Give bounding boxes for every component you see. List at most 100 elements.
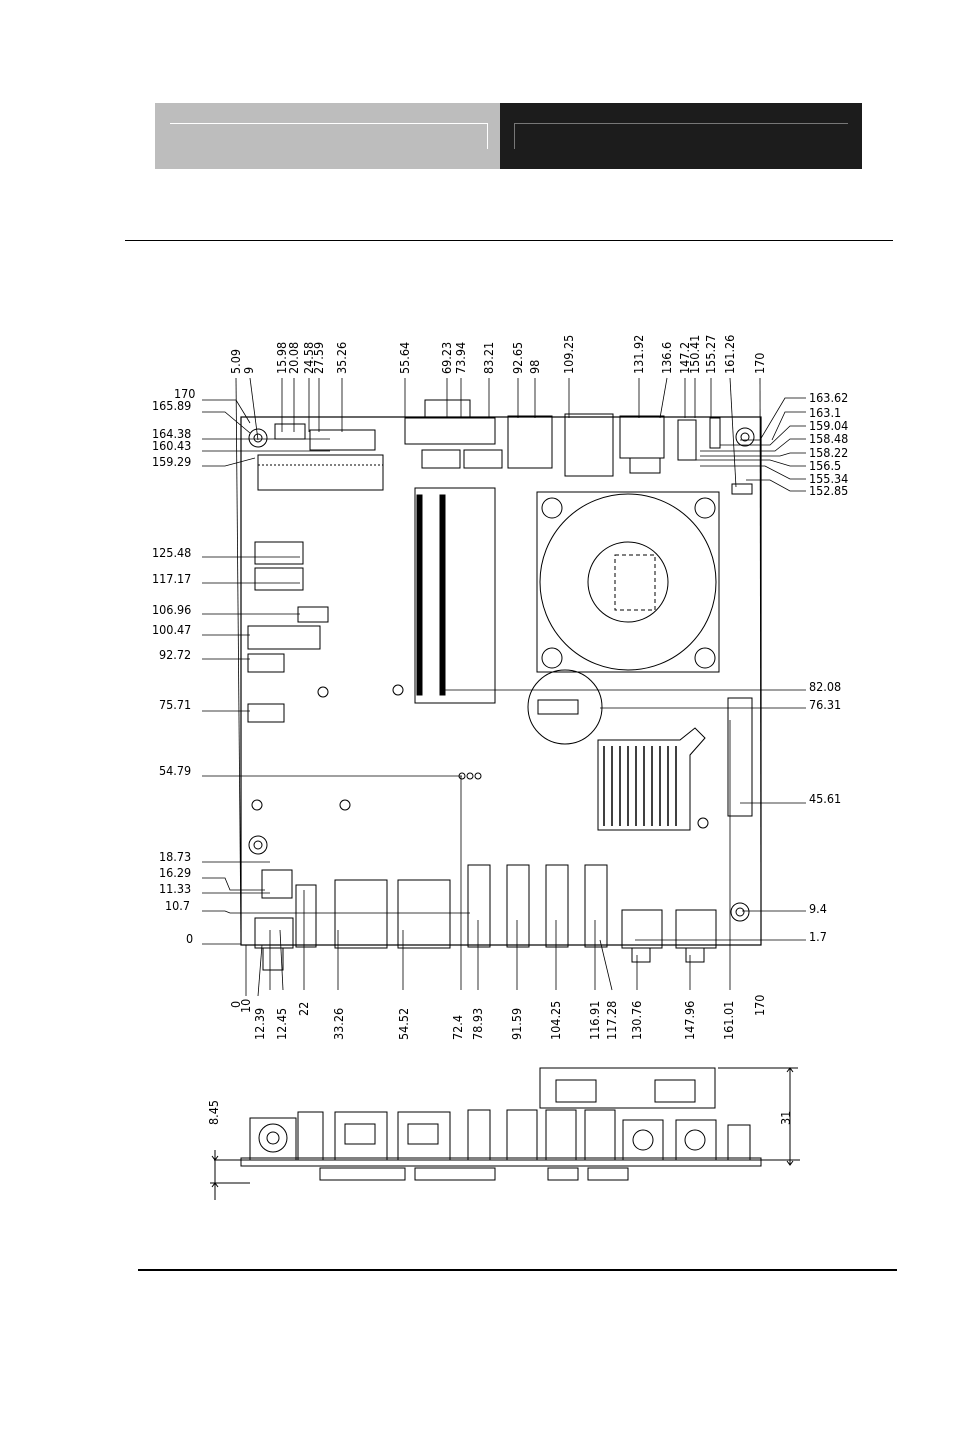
cpu-fan (536, 491, 720, 673)
dim-right: 158.48 (809, 431, 848, 446)
dim-right: 159.04 (809, 418, 848, 433)
mounting-hole (735, 427, 755, 447)
dim-right: 45.61 (809, 791, 841, 806)
dim-bottom: 0 (228, 1001, 243, 1008)
side-view (210, 1067, 800, 1200)
sodimm-latch (257, 454, 384, 491)
pin-header (247, 703, 285, 723)
lan-port (397, 879, 451, 949)
audio-jack (675, 909, 717, 949)
side-pcb (240, 1157, 762, 1167)
chipset-heatsink (597, 727, 706, 831)
display-port (467, 864, 491, 948)
dim-left: 106.96 (152, 602, 191, 617)
dim-top: 9 (241, 367, 256, 374)
pin-header (463, 449, 503, 469)
dim-right: 82.08 (809, 679, 841, 694)
dim-left: 160.43 (152, 438, 191, 453)
board-components (247, 399, 755, 971)
dim-right: 163.62 (809, 390, 848, 405)
dim-left: 117.17 (152, 571, 191, 586)
dim-left: 0 (186, 931, 193, 946)
dim-bottom: 147.96 (682, 1001, 697, 1040)
dim-right: 158.22 (809, 445, 848, 460)
dim-top: 83.21 (481, 342, 496, 374)
usb-connector (507, 415, 553, 469)
dim-bottom: 54.52 (396, 1008, 411, 1040)
display-port (584, 864, 608, 948)
pin-header-right (727, 697, 753, 817)
dim-bottom: 12.45 (274, 1008, 289, 1040)
display-port (506, 864, 530, 948)
dim-top: 98 (527, 360, 542, 374)
dim-height-left: 8.45 (206, 1100, 221, 1125)
header-bar-right (500, 103, 862, 169)
dim-top: 15.98 (274, 342, 289, 374)
dim-bottom: 91.59 (509, 1008, 524, 1040)
dim-bottom: 12.39 (252, 1008, 267, 1040)
dim-top: 27.59 (311, 342, 326, 374)
mounting-hole (248, 835, 268, 855)
small-header (731, 483, 753, 495)
dim-left: 165.89 (152, 398, 191, 413)
dim-top: 69.23 (439, 342, 454, 374)
dim-bottom: 22 (296, 1002, 311, 1016)
dim-top: 92.65 (510, 342, 525, 374)
sata-connector (254, 567, 304, 591)
pin-header (247, 625, 321, 650)
dim-left: 125.48 (152, 545, 191, 560)
dim-right: 152.85 (809, 483, 848, 498)
dim-top: 131.92 (631, 335, 646, 374)
dim-right: 9.4 (809, 901, 827, 916)
display-port (545, 864, 569, 948)
dim-bottom: 130.76 (629, 1001, 644, 1040)
audio-jack (621, 909, 663, 949)
dim-top: 55.64 (397, 342, 412, 374)
sodimm-slot (414, 487, 496, 704)
top-dimension-labels: 5.09 9 15.98 20.08 24.58 27.59 35.26 55.… (228, 335, 767, 374)
dim-top: 170 (752, 353, 767, 374)
vga-connector (404, 417, 496, 445)
dim-left: 11.33 (159, 881, 191, 896)
header-connector (274, 423, 306, 440)
mounting-hole (730, 902, 750, 922)
dim-top: 35.26 (334, 342, 349, 374)
dim-top: 73.94 (453, 342, 468, 374)
dim-top: 150.41 (687, 335, 702, 374)
dim-left: 18.73 (159, 849, 191, 864)
dim-bottom: 170 (752, 995, 767, 1016)
dim-bottom: 116.91 (587, 1001, 602, 1040)
dim-right: 163.1 (809, 405, 841, 420)
dim-top: 5.09 (228, 349, 243, 374)
dim-bottom: 117.28 (604, 1001, 619, 1040)
lan-connector (619, 415, 665, 459)
left-leader-lines (202, 399, 470, 945)
lan-port (334, 879, 388, 949)
dim-right: 76.31 (809, 697, 841, 712)
right-dimension-labels: 163.62 163.1 159.04 158.48 158.22 156.5 … (809, 390, 848, 944)
dim-bottom: 72.4 (450, 1015, 465, 1040)
dim-top: 161.26 (722, 335, 737, 374)
dim-right: 155.34 (809, 471, 848, 486)
power-jack (254, 917, 294, 949)
top-divider (125, 240, 893, 241)
dim-height-right: 31 (778, 1111, 793, 1125)
battery (527, 669, 603, 745)
pin-header (309, 429, 376, 451)
pin-header (421, 449, 461, 469)
dim-left: 100.47 (152, 622, 191, 637)
dim-bottom: 78.93 (470, 1008, 485, 1040)
side-dimension-labels: 8.45 31 (206, 1100, 793, 1125)
dim-bottom: 104.25 (548, 1001, 563, 1040)
dim-right: 156.5 (809, 458, 841, 473)
pin-header (297, 606, 329, 623)
dim-top: 109.25 (561, 335, 576, 374)
dim-left: 10.7 (165, 898, 190, 913)
mounting-hole (248, 428, 268, 448)
bottom-leader-lines (245, 720, 731, 997)
board-outline (240, 416, 762, 946)
dim-bottom: 33.26 (331, 1008, 346, 1040)
dim-left: 16.29 (159, 865, 191, 880)
left-dimension-labels: 170 165.89 164.38 160.43 159.29 125.48 1… (152, 386, 195, 946)
